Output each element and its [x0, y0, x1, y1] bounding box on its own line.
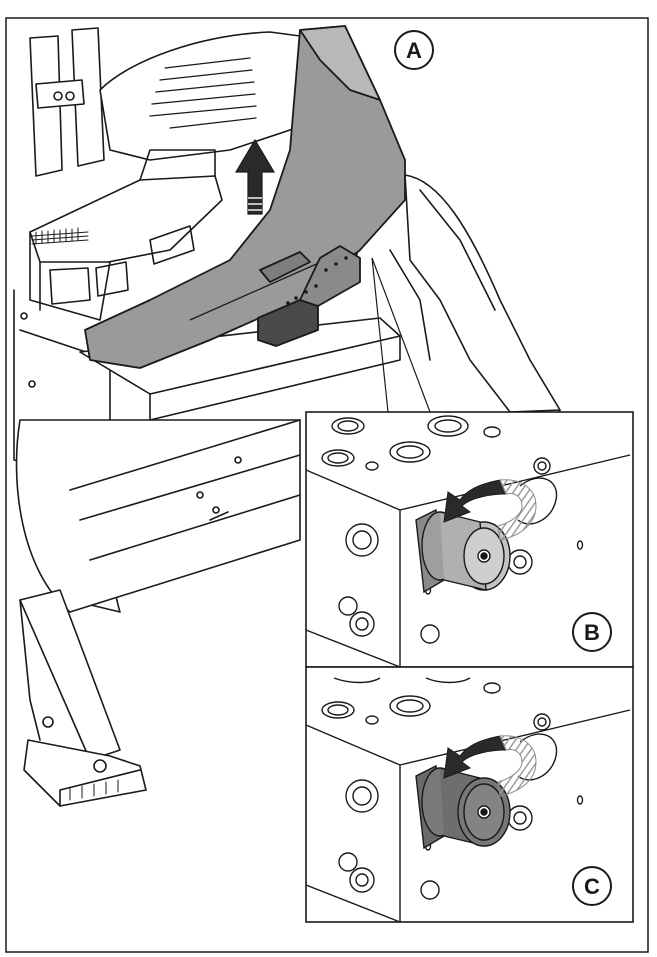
curved-arrow-icon	[443, 479, 537, 541]
adjust-knob-c	[415, 764, 511, 850]
adjust-knob-b	[415, 508, 511, 594]
callout-c-label: C	[584, 874, 600, 899]
callout-a-label: A	[406, 38, 422, 63]
curved-arrow-icon	[443, 735, 537, 797]
callout-b: B	[572, 612, 612, 652]
callout-c: C	[572, 866, 612, 906]
callout-b-label: B	[584, 620, 600, 645]
raised-cover-panel	[84, 25, 406, 369]
detail-leader-lines	[371, 257, 431, 413]
detail-view-b	[305, 411, 634, 668]
machine-drawing	[13, 27, 561, 807]
callout-a: A	[394, 30, 434, 70]
up-arrow-icon	[234, 138, 276, 215]
